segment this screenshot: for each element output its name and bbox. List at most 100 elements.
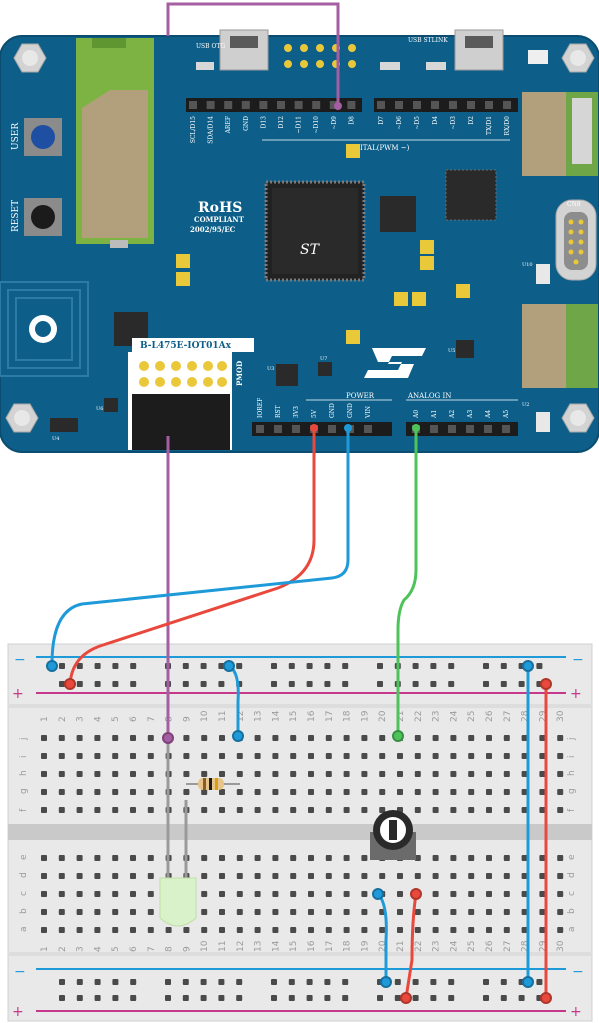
breadboard-hole [147,891,154,897]
smd-component [536,412,550,432]
rail-hole [218,681,225,687]
header-pin [224,101,233,109]
breadboard-hole [94,873,101,879]
rail-hole [536,663,543,669]
rail-hole [76,663,83,669]
rohs-sub: COMPLIANT [194,215,245,224]
column-label: 15 [289,941,299,952]
rail-hole [394,979,401,985]
breadboard-hole [201,873,208,879]
rail-plus-label: + [570,1004,582,1020]
breadboard-hole [183,771,190,777]
digital-pin-label: D8 [348,116,355,125]
breadboard-hole [58,753,65,759]
rail-hole [483,681,489,687]
breadboard-hole [503,891,510,897]
header-pin [256,425,264,433]
header-pin [395,101,403,109]
breadboard-hole [486,789,492,795]
usb-stlink-label: USB STLINK [408,37,448,44]
breadboard-hole [183,735,190,741]
breadboard-hole [219,873,225,879]
breadboard-hole [521,807,528,813]
breadboard-holes [41,663,564,1001]
rail-hole [112,681,119,687]
breadboard-hole [94,855,101,861]
breadboard-hole [201,909,208,915]
rail-hole [448,681,455,687]
breadboard-hole [58,873,65,879]
power-pin-label: GND [329,403,336,418]
rail-hole [288,663,295,669]
column-label: 6 [129,716,139,722]
reset-button[interactable] [24,198,62,236]
breadboard-hole [147,855,154,861]
smd-chip [104,398,118,412]
analog-pin-label: A3 [467,410,474,419]
rail-hole [306,663,313,669]
breadboard-hole [308,873,314,879]
column-label: 2 [58,946,68,952]
column-label: 13 [254,941,264,952]
power-header [252,422,392,436]
header-pin [502,425,510,433]
rail-hole [412,681,419,687]
breadboard-hole [343,927,350,933]
breadboard-hole [254,927,261,933]
d9-to-col8-wire [162,2,342,744]
rail-hole [182,995,189,1001]
row-label: i [567,755,577,758]
user-button[interactable] [24,118,62,156]
digital-header-label: DIGITAL(PWM ~) [346,144,410,152]
rail-hole [412,995,419,1001]
breadboard-hole [432,909,439,915]
breadboard-hole [130,855,136,861]
column-label: 16 [307,710,317,722]
breadboard-hole [414,807,421,813]
rail-hole [271,681,277,687]
column-label: 18 [343,940,353,952]
breadboard-hole [76,855,83,861]
breadboard-hole [112,771,119,777]
header-pin [466,425,474,433]
breadboard-hole [58,909,65,915]
breadboard-hole [468,753,475,759]
pmod-label: PMOD [235,361,244,386]
jumper-wire-col29 [540,678,552,1004]
rail-hole [94,995,101,1001]
rail-hole [377,995,383,1001]
cn8-connector [555,199,597,281]
breadboard-hole [450,855,457,861]
breadboard-hole [539,771,546,777]
breadboard-hole [503,789,510,795]
rail-hole [165,995,171,1001]
rail-hole [271,995,277,1001]
potentiometer [370,810,416,860]
breadboard-hole [254,909,261,915]
mounting-hole [5,403,39,433]
breadboard-hole [76,807,83,813]
mcu-chip [264,180,366,282]
rail-hole [342,979,349,985]
pmod-connector [128,352,232,450]
breadboard-hole [254,771,261,777]
breadboard-hole [557,789,564,795]
breadboard-hole [450,927,457,933]
breadboard-hole [557,927,564,933]
column-label: 8 [165,946,175,952]
digital-header [186,98,518,112]
breadboard-hole [130,735,136,741]
breadboard-hole [254,891,261,897]
smd-component [536,264,550,284]
breadboard-hole [343,855,350,861]
breadboard-hole [325,771,332,777]
breadboard-hole [325,855,332,861]
breadboard-hole [397,873,403,879]
power-pin-label: GND [347,403,354,418]
digital-pin-label: ~D3 [450,116,457,130]
rail-hole [218,995,225,1001]
rail-plus-label: + [12,686,24,702]
breadboard-hole [41,873,47,879]
column-label: 5 [111,716,121,722]
rail-hole [182,681,189,687]
